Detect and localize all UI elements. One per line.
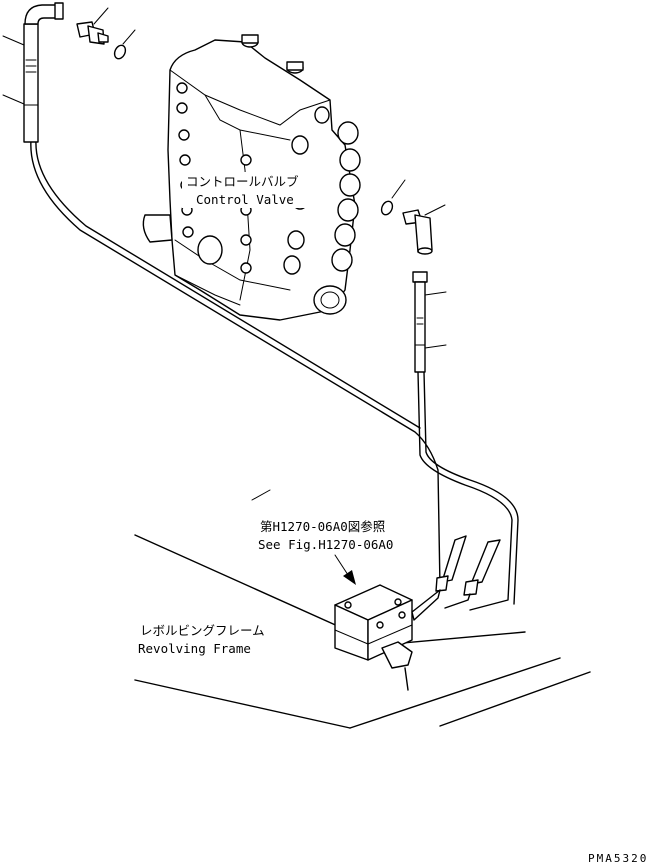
elbow-fitting <box>402 204 446 255</box>
drawing-code: PMA5320 <box>588 852 648 865</box>
hose-assembly-right <box>412 271 447 373</box>
o-ring-top <box>113 29 136 60</box>
adapter-fitting <box>76 7 109 45</box>
revolving-frame-label-jp: レボルビングフレーム <box>140 623 265 638</box>
long-hose <box>30 139 441 589</box>
control-valve-label-en: Control Valve <box>196 192 294 207</box>
control-valve-label-jp: コントロールバルブ <box>186 174 299 189</box>
junction-block <box>334 584 441 691</box>
revolving-frame-label-en: Revolving Frame <box>138 641 251 656</box>
hose-assembly-left <box>2 2 64 143</box>
right-hose <box>417 371 519 611</box>
fig-reference-arrow <box>334 554 356 585</box>
o-ring-right <box>380 179 406 216</box>
fig-reference-label-en: See Fig.H1270-06A0 <box>258 537 393 552</box>
block-fittings <box>435 535 501 609</box>
fig-reference-label-jp: 第H1270-06A0図参照 <box>260 519 385 534</box>
